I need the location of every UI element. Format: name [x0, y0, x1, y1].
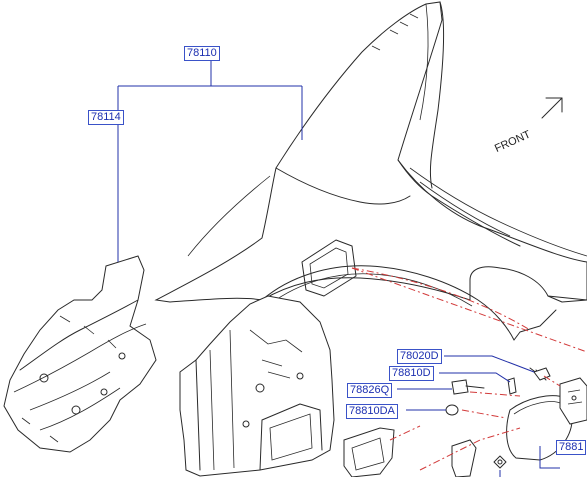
phantom-lines	[351, 267, 587, 471]
part-label-78114[interactable]: 78114	[88, 110, 124, 125]
wheel-house-drawing	[179, 295, 335, 477]
part-label-7881[interactable]: 7881	[556, 440, 587, 455]
hardware-drawing	[343, 367, 587, 477]
part-label-78020D[interactable]: 78020D	[397, 349, 442, 364]
part-label-78826Q[interactable]: 78826Q	[347, 383, 393, 398]
part-label-78110[interactable]: 78110	[184, 46, 220, 61]
quarter-panel-drawing	[154, 1, 587, 341]
inner-panel-left-drawing	[3, 255, 157, 453]
front-arrow-icon	[541, 97, 563, 119]
part-label-78810D[interactable]: 78810D	[389, 366, 434, 381]
part-label-78810DA[interactable]: 78810DA	[346, 404, 398, 419]
leader-lines	[117, 58, 560, 477]
